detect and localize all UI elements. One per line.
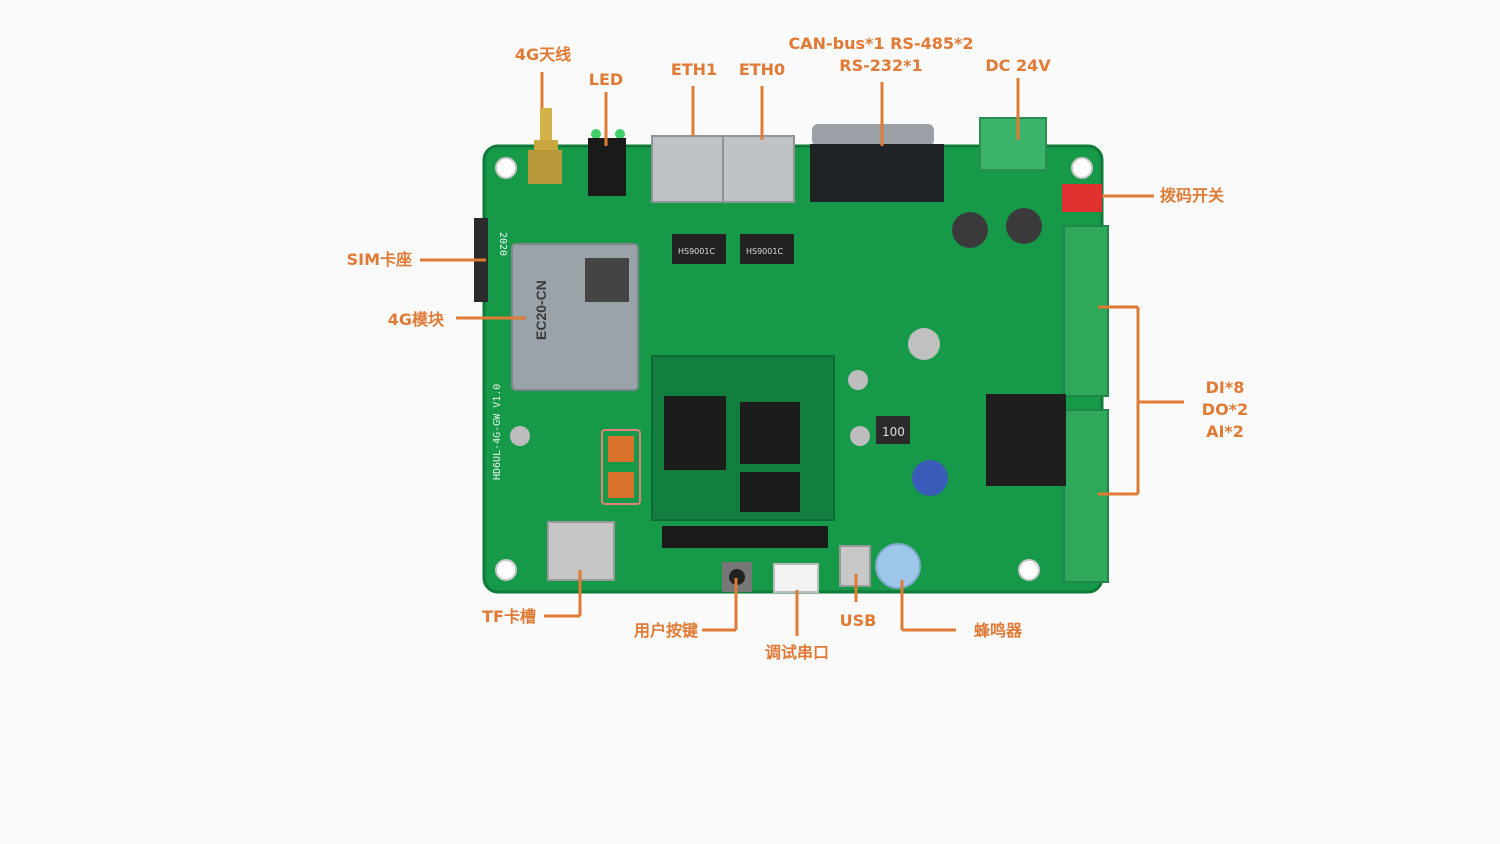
label-io-line3: AI*2 [1206, 422, 1244, 441]
dip-switch-part [1062, 184, 1102, 212]
label-eth0: ETH0 [738, 60, 786, 79]
inductor-text: 100 [882, 425, 905, 439]
db9-connector [810, 124, 944, 202]
core-board [651, 355, 835, 521]
label-comm-line1: CAN-bus*1 RS-485*2 [788, 34, 974, 53]
label-dip-switch: 拨码开关 [1160, 186, 1225, 205]
label-dc24v: DC 24V [985, 56, 1051, 75]
io-terminals [1063, 225, 1109, 583]
label-user-key: 用户按键 [633, 621, 698, 640]
pin-header [662, 526, 828, 548]
label-tf-slot: TF卡槽 [482, 607, 536, 626]
label-buzzer: 蜂鸣器 [974, 621, 1023, 640]
label-led: LED [588, 70, 624, 89]
antenna-connector [528, 108, 562, 184]
year-text: 2020 [497, 232, 508, 256]
relays [986, 394, 1066, 486]
ethernet-jacks [651, 135, 795, 203]
label-usb: USB [839, 611, 877, 630]
label-debug-uart: 调试串口 [764, 643, 829, 662]
label-io-line1: DI*8 [1205, 378, 1245, 397]
label-comm-line2: RS-232*1 [839, 56, 923, 75]
transformer-chips: HS9001C HS9001C [672, 234, 794, 264]
inductor: 100 [876, 416, 910, 444]
chip-text-1: HS9001C [678, 247, 715, 256]
module-4g-part: EC20-CN [511, 243, 639, 391]
module-text: EC20-CN [533, 280, 549, 340]
buzzer-part [875, 543, 921, 589]
led-connector [588, 129, 626, 196]
label-module-4g: 4G模块 [387, 310, 444, 329]
label-io-line2: DO*2 [1201, 400, 1249, 419]
capacitors [510, 208, 1042, 496]
label-sim-slot: SIM卡座 [346, 250, 412, 269]
chip-text-2: HS9001C [746, 247, 783, 256]
label-antenna-4g: 4G天线 [514, 45, 572, 64]
callout-lines [420, 72, 1184, 636]
boot-dip-switch [601, 429, 641, 505]
dc-terminal [979, 117, 1047, 171]
user-key-part [722, 562, 752, 592]
silkscreen-text: HD6UL-4G-GW V1.0 [492, 384, 503, 480]
debug-uart-part [773, 563, 819, 593]
label-eth1: ETH1 [670, 60, 718, 79]
